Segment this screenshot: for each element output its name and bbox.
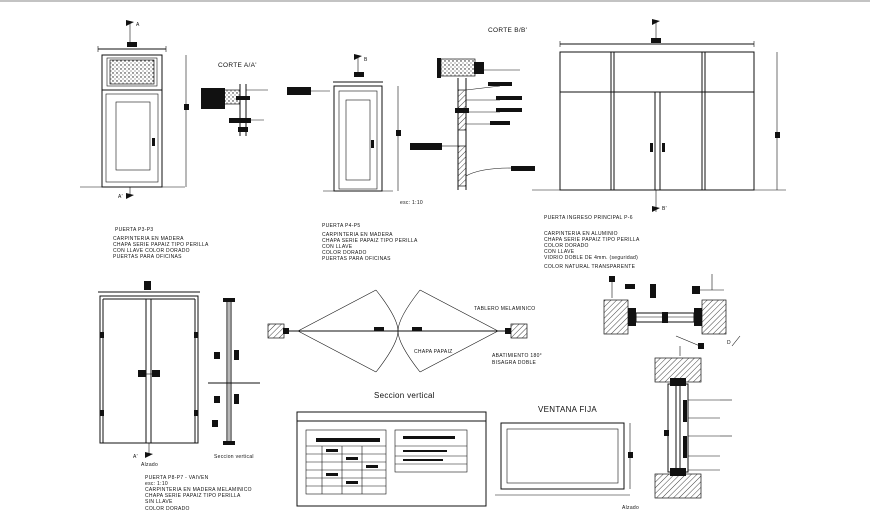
section-mark-b: B [364, 57, 368, 63]
note-p3-line: PUERTAS PARA OFICINAS [113, 254, 182, 260]
section-mark-a-prime-2: A' [133, 454, 138, 460]
note-p3-line: CARPINTERIA EN MADERA [113, 236, 184, 242]
section-bb: CORTE B/B' [410, 27, 535, 190]
door-p8-p7-elevation: A' Alzado [98, 281, 200, 468]
note-p6-line: CON LLAVE [544, 249, 575, 255]
note-p3-line: CHAPA SERIE PAPAIZ TIPO PERILLA [113, 242, 209, 248]
section-aa-title: CORTE A/A' [218, 62, 257, 69]
small-vertical-section: Seccion vertical [208, 298, 260, 460]
transom-glass [109, 59, 155, 85]
note-p4p5-line: COLOR DORADO [322, 250, 367, 256]
section-aa: CORTE A/A' [201, 62, 268, 136]
note-p4p5-line: PUERTA P4-P5 [322, 223, 360, 229]
scale-label-1: esc: 1:10 [400, 200, 423, 206]
section-mark-a: A [136, 22, 140, 28]
note-p4p5-line: CHAPA SERIE PAPAIZ TIPO PERILLA [322, 238, 418, 244]
note-p8-p7: PUERTA P8-P7 - VAIVEN esc: 1:10 CARPINTE… [145, 475, 252, 512]
ventana-fija: VENTANA FIJA Alzado [495, 405, 639, 511]
alzado-label-2: Alzado [622, 505, 639, 511]
note-p8p7-line: PUERTA P8-P7 - VAIVEN [145, 475, 209, 481]
section-mark-b-prime: B' [662, 206, 667, 212]
note-p3-line: PUERTA P3-P3 [115, 227, 153, 233]
ventana-fija-title: VENTANA FIJA [538, 405, 597, 414]
note-p8p7-line: CHAPA SERIE PAPAIZ TIPO PERILLA [145, 493, 241, 499]
alzado-label-1: Alzado [141, 462, 158, 468]
note-p4p5-line: CON LLAVE [322, 244, 353, 250]
swing-door-plan: TABLERO MELAMINICO CHAPA PAPAIZ ABATIMIE… [267, 289, 542, 400]
note-p8p7-line: SIN LLAVE [145, 499, 173, 505]
note-p3-line: CON LLAVE COLOR DORADO [113, 248, 190, 254]
note-p8p7-line: CARPINTERIA EN MADERA MELAMINICO [145, 487, 252, 493]
note-p6-line: CHAPA SERIE PAPAIZ TIPO PERILLA [544, 237, 640, 243]
seccion-vertical-main-label: Seccion vertical [374, 391, 435, 400]
note-p6: PUERTA INGRESO PRINCIPAL P-6 CARPINTERIA… [544, 215, 640, 270]
detail-d: D [603, 274, 741, 499]
note-p4p5-line: PUERTAS PARA OFICINAS [322, 256, 391, 262]
abatimiento-label: ABATIMIENTO 180° [492, 353, 542, 359]
note-p6-line: CARPINTERIA EN ALUMINIO [544, 231, 618, 237]
door-p4-p5-elevation: B esc: 1:10 [287, 54, 423, 206]
note-p4-p5: PUERTA P4-P5 CARPINTERIA EN MADERA CHAPA… [322, 223, 418, 262]
schedule-table [296, 411, 487, 507]
note-p4p5-line: CARPINTERIA EN MADERA [322, 232, 393, 238]
detail-d-label: D [727, 340, 731, 346]
note-p8p7-line: esc: 1:10 [145, 481, 168, 487]
note-p6-line: PUERTA INGRESO PRINCIPAL P-6 [544, 215, 633, 221]
section-mark-a-arrow [126, 20, 134, 26]
note-p8p7-line: COLOR DORADO [145, 506, 190, 512]
note-p6-line: VIDRIO DOBLE DE 4mm. (seguridad) [544, 255, 638, 261]
door-handle [152, 138, 155, 146]
note-p6-line: COLOR NATURAL TRANSPARENTE [544, 264, 636, 270]
chapa-label: CHAPA PAPAIZ [414, 349, 453, 355]
note-p6-line: COLOR DORADO [544, 243, 589, 249]
seccion-vertical-small-label: Seccion vertical [214, 454, 254, 460]
bisagra-label: BISAGRA DOBLE [492, 360, 537, 366]
tablero-label: TABLERO MELAMINICO [474, 306, 535, 312]
door-p3-elevation: A A' [80, 20, 189, 200]
main-entrance-p6-elevation: B' [532, 19, 786, 212]
section-bb-title: CORTE B/B' [488, 27, 527, 34]
note-p3: PUERTA P3-P3 CARPINTERIA EN MADERA CHAPA… [113, 227, 209, 260]
section-mark-a-prime: A' [118, 194, 123, 200]
